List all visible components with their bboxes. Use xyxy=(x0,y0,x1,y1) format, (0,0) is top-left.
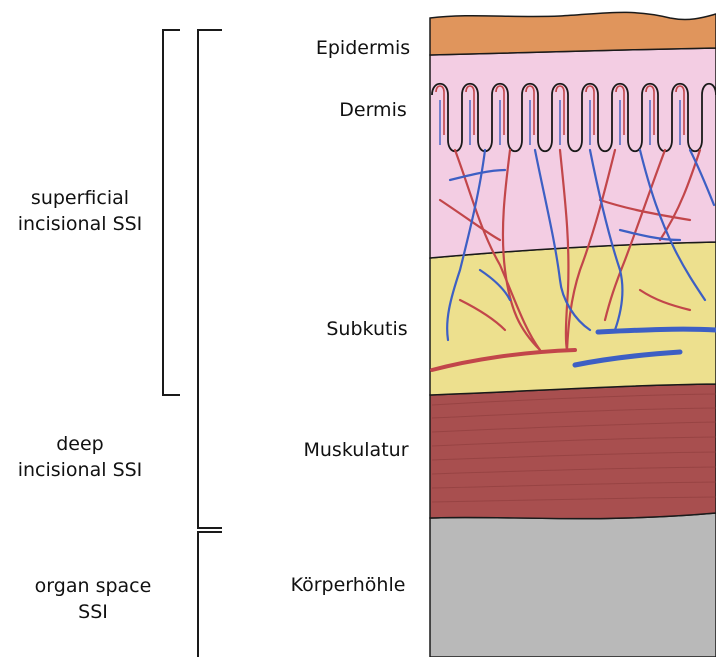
epidermis-layer xyxy=(430,12,716,55)
koerperhoehle-label: Körperhöhle xyxy=(291,573,406,599)
dermis-layer xyxy=(430,48,716,258)
superficial-ssi-label: superficial incisional SSI xyxy=(18,186,143,237)
deep-ssi-label: deep incisional SSI xyxy=(18,432,143,483)
subkutis-layer xyxy=(430,242,716,395)
subkutis-label: Subkutis xyxy=(326,317,407,343)
organ-space-ssi-label-line1: organ space xyxy=(35,574,152,600)
deep-ssi-bracket xyxy=(198,30,222,528)
organ-space-ssi-label: organ space SSI xyxy=(35,574,152,625)
superficial-ssi-label-line1: superficial xyxy=(18,186,143,212)
epidermis-label: Epidermis xyxy=(316,36,410,62)
organ-space-ssi-bracket xyxy=(198,532,222,657)
superficial-ssi-bracket xyxy=(163,30,180,395)
muskulatur-layer xyxy=(430,384,716,519)
ssi-brackets xyxy=(163,30,222,657)
deep-ssi-label-line2: incisional SSI xyxy=(18,458,143,484)
superficial-ssi-label-line2: incisional SSI xyxy=(18,212,143,238)
deep-ssi-label-line1: deep xyxy=(18,432,143,458)
koerperhoehle-layer xyxy=(430,513,716,657)
dermis-label: Dermis xyxy=(339,98,406,124)
organ-space-ssi-label-line2: SSI xyxy=(35,600,152,626)
muskulatur-label: Muskulatur xyxy=(303,438,408,464)
